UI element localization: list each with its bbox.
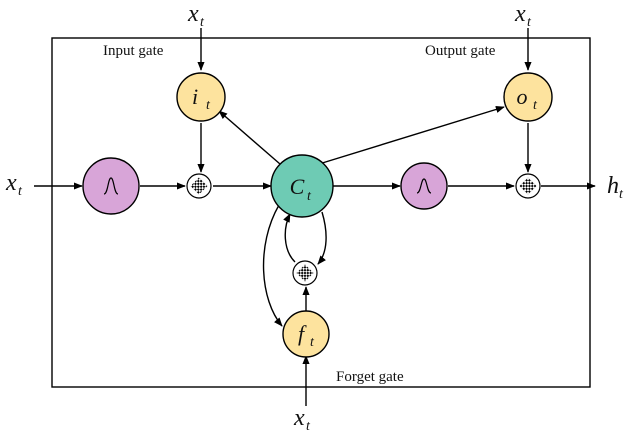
forget-gate-subscript: t [310, 335, 315, 350]
svg-text:x: x [5, 170, 17, 196]
output-gate-symbol: o [517, 84, 528, 109]
connections [34, 28, 596, 406]
input-gate-label: Input gate [103, 43, 164, 59]
forget-gate-label: Forget gate [336, 369, 404, 385]
input-gate-subscript: t [206, 98, 211, 113]
tanh-wave-icon [103, 177, 119, 195]
svg-text:t: t [527, 15, 532, 30]
forget-gate-symbol: f [298, 321, 307, 346]
svg-text:t: t [619, 187, 624, 202]
checker-multiply-icon [296, 264, 314, 282]
input-activation-node [82, 157, 140, 215]
svg-text:x: x [187, 1, 199, 27]
multiply-node-input [186, 173, 212, 199]
checker-multiply-icon [519, 177, 537, 195]
cell-state-subscript: t [307, 189, 312, 204]
svg-text:x: x [293, 405, 305, 431]
svg-text:t: t [306, 419, 311, 434]
svg-text:t: t [18, 184, 23, 199]
x-input-top-right: x t [514, 1, 532, 30]
input-gate-node: i t [176, 72, 226, 122]
multiply-node-forget [292, 260, 318, 286]
output-activation-node [400, 162, 448, 210]
x-input-main: x t [5, 170, 23, 199]
x-input-top-left: x t [187, 1, 205, 30]
tanh-wave-icon [416, 178, 432, 194]
input-gate-symbol: i [192, 84, 198, 109]
h-output: h t [607, 173, 624, 202]
x-input-bottom: x t [293, 405, 311, 434]
svg-text:x: x [514, 1, 526, 27]
cell-state-symbol: C [290, 174, 305, 199]
multiply-node-output [515, 173, 541, 199]
svg-text:h: h [607, 173, 619, 199]
cell-state-node: C t [270, 154, 334, 218]
svg-text:t: t [200, 15, 205, 30]
forget-gate-node: f t [282, 310, 330, 358]
lstm-cell-frame [51, 37, 591, 388]
output-gate-label: Output gate [425, 43, 496, 59]
output-gate-node: o t [503, 72, 553, 122]
checker-multiply-icon [190, 177, 208, 195]
output-gate-subscript: t [533, 98, 538, 113]
